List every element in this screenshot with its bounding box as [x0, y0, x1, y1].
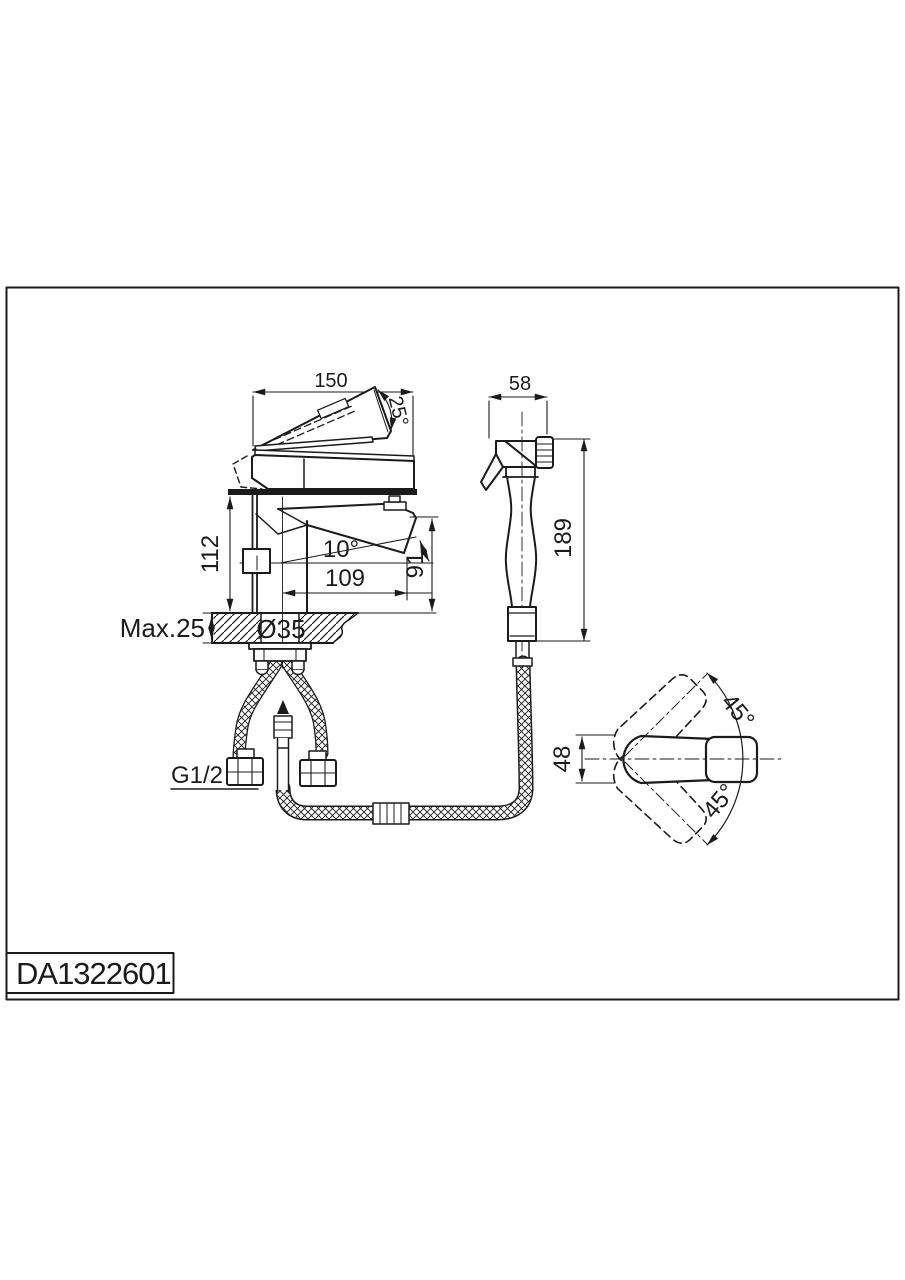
dim-ext-58 [488, 400, 548, 439]
handle-top-grip [704, 735, 759, 784]
dim-mounting-thickness-label: Max.25 [120, 613, 205, 643]
swing-center-lines [624, 673, 708, 845]
shower-head-body [495, 440, 538, 468]
shower-neck [502, 466, 539, 478]
spout-top-edge [277, 503, 384, 510]
title-block: DA1322601 [5, 952, 175, 994]
spout-outlet-face [403, 509, 417, 554]
dim-ext-max25 [202, 612, 213, 644]
hose-tube-mask [275, 738, 289, 790]
mounting-bracket [253, 648, 307, 662]
hose-nut-right [299, 750, 337, 787]
bracket-detail-lines [263, 648, 297, 662]
hose-connector [273, 715, 293, 739]
dim-spout-angle-label: 10° [323, 536, 359, 563]
nozzle-cap-ribs [535, 443, 554, 463]
dim-shower-length-label: 189 [550, 518, 577, 558]
dim-head-width-label: 58 [509, 373, 531, 395]
dim-hose-thread-label: G1/2 [171, 762, 223, 789]
hose-connector-ribs [273, 721, 293, 731]
dim-body-height-label: 112 [197, 535, 224, 573]
hose-tube [276, 737, 290, 793]
hose-fitting [372, 802, 410, 825]
handle-top-body [622, 734, 716, 785]
spout-aerator-cap [388, 495, 401, 503]
dim-spout-reach-label: 109 [325, 565, 365, 592]
front-view: 150 25° 112 [120, 370, 534, 825]
shower-hose [275, 655, 534, 821]
dim-ext-109 [406, 556, 433, 601]
dim-spout-width-label: 150 [314, 370, 347, 392]
shower-grip-right-edge [529, 476, 538, 608]
stud-dome-right [291, 669, 305, 676]
sheet-frame [5, 286, 900, 1001]
shower-hose-collar [512, 657, 533, 667]
spout-fold-lines [255, 508, 308, 535]
deck-hatch-left [213, 614, 261, 642]
title-block-box [5, 952, 175, 994]
handle-swing-up-outline [612, 674, 707, 769]
handle-slot-hidden-lines [263, 405, 356, 450]
dim-spout-height-label: 91 [402, 552, 429, 579]
shower-grip-left-edge [504, 476, 513, 608]
mixer-upper-body [251, 454, 415, 490]
dim-swing-down-label: 45° [697, 779, 741, 824]
mounting-stud-left [255, 660, 269, 671]
dim-ext-48 [575, 734, 616, 784]
shower-hose-stem [515, 640, 530, 659]
shower-trigger [480, 453, 504, 491]
handle-swing-down-outline [612, 749, 707, 844]
flow-direction-arrow-icon [277, 700, 289, 714]
product-code-label: DA1322601 [16, 956, 171, 991]
spout-aerator [383, 501, 407, 511]
mounting-hole-edges [260, 612, 300, 644]
supply-hose-right [281, 657, 329, 760]
spout-underside [306, 524, 405, 554]
deck-break-line [332, 612, 359, 644]
supply-hose-left [232, 657, 283, 764]
spout-angle-ray [279, 536, 417, 564]
hose-nut-left [226, 748, 264, 786]
dim-hole-diameter-label: Ø35 [256, 614, 305, 644]
shower-nozzle-cap [535, 436, 554, 469]
mounting-stud-right [291, 660, 305, 671]
dim-handle-width-label: 48 [549, 746, 576, 773]
deck-hatch-right [299, 614, 356, 642]
shower-connector-lines [507, 612, 537, 637]
handle-lever-insert [316, 397, 350, 420]
body-parting-line [228, 489, 417, 495]
dim-swing-up-label: 45° [716, 689, 760, 734]
dim-arc-25 [377, 389, 397, 431]
drawing-root: 150 25° 112 [5, 286, 900, 1001]
hand-shower-view: 58 189 [480, 373, 591, 669]
stud-dome-left [255, 669, 269, 676]
handle-lowered-hidden-outline [232, 455, 263, 490]
handle-top-view: 48 45° 45° [549, 672, 783, 846]
swing-arc [706, 672, 744, 846]
